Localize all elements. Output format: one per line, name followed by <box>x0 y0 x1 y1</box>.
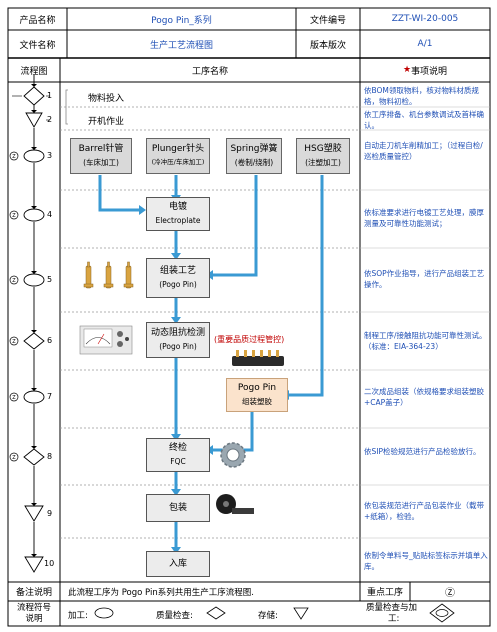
doc-no-label: 文件编号 <box>309 15 346 26</box>
svg-text:Z: Z <box>12 213 16 219</box>
pogo-assembly-title: Pogo Pin <box>237 383 277 393</box>
barrel-box: Barrel针管 (车床加工) <box>70 138 132 174</box>
assembly-box: 组装工艺 (Pogo Pin) <box>146 258 210 298</box>
spring-box: Spring弹簧 (卷制/绕制) <box>226 138 282 174</box>
version-label: 版本版次 <box>309 40 346 51</box>
impedance-critical-note: (重要品质过程管控) <box>214 335 285 344</box>
star-icon: ★ <box>402 65 412 75</box>
step-number: 10 <box>44 559 55 568</box>
svg-text:Z: Z <box>12 278 16 284</box>
svg-text:Z: Z <box>12 455 16 461</box>
legend-label-line-2: 说明 <box>25 614 43 624</box>
step-number: 8 <box>47 452 53 461</box>
plunger-box: Plunger针头 (冷冲压/车床加工) <box>146 138 210 174</box>
notes-column-header: ★事项说明 <box>360 58 490 82</box>
fqc-subtitle: FQC <box>170 457 186 466</box>
inspect-process-symbol <box>23 86 45 106</box>
notes-header-text: 事项说明 <box>411 66 448 77</box>
product-name-label: 产品名称 <box>19 15 56 26</box>
spring-title: Spring弹簧 <box>230 144 278 154</box>
remark-label: 备注说明 <box>15 588 52 598</box>
step-material-input: 物料投入 <box>88 94 125 104</box>
packing-title: 包装 <box>168 502 187 513</box>
barrel-subtitle: (车床加工) <box>83 158 119 167</box>
step-number: 7 <box>47 392 53 401</box>
note-step-9: 依包装规范进行产品包装作业（载带+纸箱），检验。 <box>364 501 484 521</box>
spring-subtitle: (卷制/绕制) <box>234 158 274 167</box>
fqc-title: 终检 <box>168 443 187 453</box>
impedance-box: 动态阻抗检测 (Pogo Pin) <box>146 322 210 358</box>
note-step-1: 依BOM领取物料，核对物料材质规格，物料初检。 <box>364 86 479 106</box>
pogo-assembly-box: Pogo Pin 组装塑胶 <box>226 378 288 412</box>
packing-box: 包装 <box>146 494 210 522</box>
key-process-symbol: Ⓩ <box>445 588 455 599</box>
plunger-subtitle: (冷冲压/车床加工) <box>151 158 205 166</box>
process-legend-text: 加工: <box>68 611 88 621</box>
flow-column-header: 流程图 <box>20 66 48 77</box>
hsg-box: HSG塑胶 (注塑加工) <box>296 138 350 174</box>
product-name-value: Pogo Pin_系列 <box>151 15 212 26</box>
plating-subtitle: Electroplate <box>155 216 201 225</box>
assembly-title: 组装工艺 <box>159 266 196 276</box>
note-step-10: 依制令单料号_贴贴标签标示并填单入库。 <box>364 551 488 571</box>
plating-box: 电镀 Electroplate <box>146 197 210 231</box>
note-step-7: 二次成品组装（依规格要求组装塑胶+CAP盖子） <box>364 387 484 407</box>
svg-text:Z: Z <box>12 339 16 345</box>
note-step-4: 依标准要求进行电镀工艺处理，膜厚测量及可靠性功能测试； <box>364 208 484 228</box>
step-number: 3 <box>47 151 53 160</box>
note-step-2: 依工序排备、机台参数调试及首样确认。 <box>364 110 484 130</box>
step-number: 9 <box>47 509 53 518</box>
inspect-process-legend-line-1: 质量检查与加 <box>366 603 418 613</box>
hsg-subtitle: (注塑加工) <box>305 158 341 167</box>
remark-text: 此流程工序为 Pogo Pin系列共用生产工序流程图. <box>68 588 254 598</box>
step-number: 1 <box>47 91 53 100</box>
storage-legend-text: 存储: <box>258 611 278 621</box>
pogo-assembly-subtitle: 组装塑胶 <box>242 397 272 406</box>
key-process-label: 重点工序 <box>366 588 403 598</box>
svg-text:Z: Z <box>12 395 16 401</box>
storage-title: 入库 <box>168 558 187 569</box>
doc-name-value: 生产工艺流程图 <box>149 40 213 51</box>
doc-name-label: 文件名称 <box>19 40 56 51</box>
storage-box: 入库 <box>146 551 210 577</box>
inspection-legend-text: 质量检查: <box>156 611 193 621</box>
assembly-subtitle: (Pogo Pin) <box>159 280 197 289</box>
plating-title: 电镀 <box>168 202 187 212</box>
step-number: 6 <box>47 336 53 345</box>
step-machine-start: 开机作业 <box>88 117 125 127</box>
note-step-6: 制程工序/接触阻抗功能可靠性测试。（标准：EIA-364-23） <box>364 331 487 351</box>
doc-no-value: ZZT-WI-20-005 <box>391 14 459 24</box>
fqc-box: 终检 FQC <box>146 438 210 472</box>
impedance-subtitle: (Pogo Pin) <box>159 342 197 351</box>
legend-label-line-1: 流程符号 <box>16 603 51 613</box>
step-number: 4 <box>47 210 53 219</box>
step-number: 2 <box>47 115 53 124</box>
note-step-3: 自动走刀机车削精加工；（过程自检/巡检质量管控） <box>364 141 483 161</box>
inspect-process-legend-line-2: 工: <box>388 614 400 624</box>
step-number: 5 <box>47 275 53 284</box>
impedance-title: 动态阻抗检测 <box>150 328 205 338</box>
legend-label: 流程符号 说明 <box>8 603 60 625</box>
svg-text:Z: Z <box>12 154 16 160</box>
note-step-5: 依SOP作业指导，进行产品组装工艺操作。 <box>364 269 485 289</box>
barrel-title: Barrel针管 <box>78 144 124 154</box>
plunger-title: Plunger针头 <box>151 144 205 154</box>
process-column-header: 工序名称 <box>191 66 228 77</box>
note-step-8: 依SIP检验规范进行产品检验放行。 <box>364 447 481 456</box>
version-value: A/1 <box>417 39 433 49</box>
hsg-title: HSG塑胶 <box>304 144 342 154</box>
inspect-process-legend-text: 质量检查与加 工: <box>366 603 417 625</box>
